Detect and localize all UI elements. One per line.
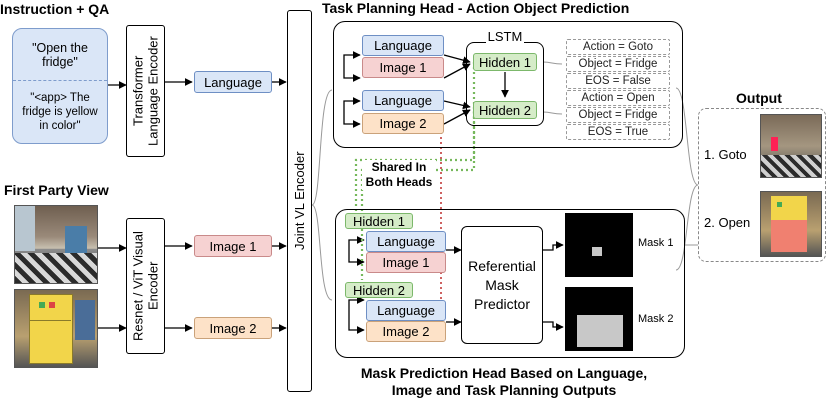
task-image-1: Image 1 (362, 57, 444, 78)
output-step-1: 1. Goto (704, 147, 747, 162)
task-image-2: Image 2 (362, 113, 444, 134)
output-panel (698, 108, 826, 262)
mask-2-image (565, 287, 633, 351)
instruction-text: "Open the fridge" (13, 29, 107, 81)
shared-label: Shared In Both Heads (362, 160, 436, 190)
first-party-title: First Party View (4, 182, 109, 198)
joint-vl-encoder: Joint VL Encoder (287, 10, 312, 392)
mask-prediction-head (335, 209, 685, 358)
output-title: Output (736, 90, 782, 106)
image2-token: Image 2 (194, 317, 272, 339)
pred2-action: Action = Open (566, 90, 670, 106)
instruction-title: Instruction + QA (0, 1, 110, 17)
mask-image-1: Image 1 (366, 252, 446, 273)
mask-head-title: Mask Prediction Head Based on Language, … (360, 365, 648, 398)
mask-image-2: Image 2 (366, 321, 446, 342)
output-image-goto (760, 114, 822, 178)
lstm-block: LSTM (466, 29, 544, 126)
referential-mask-predictor: Referential Mask Predictor (461, 226, 543, 344)
mask-1-image (565, 213, 633, 277)
visual-encoder: Resnet / ViT Visual Encoder (126, 218, 165, 354)
mask-1-label: Mask 1 (638, 237, 674, 249)
task-planning-head (333, 21, 683, 148)
qa-text: "<app> The fridge is yellow in color" (22, 92, 98, 132)
lstm-hidden-2: Hidden 2 (473, 101, 537, 119)
pred1-action: Action = Goto (566, 39, 670, 55)
pred1-eos: EOS = False (566, 73, 670, 89)
pred2-eos: EOS = True (566, 124, 670, 140)
language-token: Language (194, 71, 272, 93)
lstm-hidden-1: Hidden 1 (473, 53, 537, 71)
lstm-label: LSTM (485, 29, 525, 44)
instruction-panel: "Open the fridge" "<app> The fridge is y… (12, 28, 108, 144)
brace-joint-mask (311, 204, 333, 301)
mask-language-1: Language (366, 231, 446, 252)
task-language-1: Language (362, 35, 444, 56)
image1-token: Image 1 (194, 235, 272, 257)
language-encoder: Transformer Language Encoder (126, 25, 165, 157)
task-head-title: Task Planning Head - Action Object Predi… (322, 0, 630, 16)
brace-joint-task (311, 89, 333, 206)
output-image-open (760, 191, 822, 257)
mask-language-2: Language (366, 300, 446, 321)
task-language-2: Language (362, 90, 444, 111)
mask-hidden-2: Hidden 2 (345, 282, 413, 298)
mask-hidden-1: Hidden 1 (345, 213, 413, 229)
first-party-image-2 (14, 289, 98, 368)
mask-2-label: Mask 2 (638, 313, 674, 325)
output-step-2: 2. Open (704, 215, 751, 230)
first-party-image-1 (14, 205, 98, 284)
pred2-object: Object = Fridge (566, 107, 670, 123)
pred1-object: Object = Fridge (566, 56, 670, 72)
